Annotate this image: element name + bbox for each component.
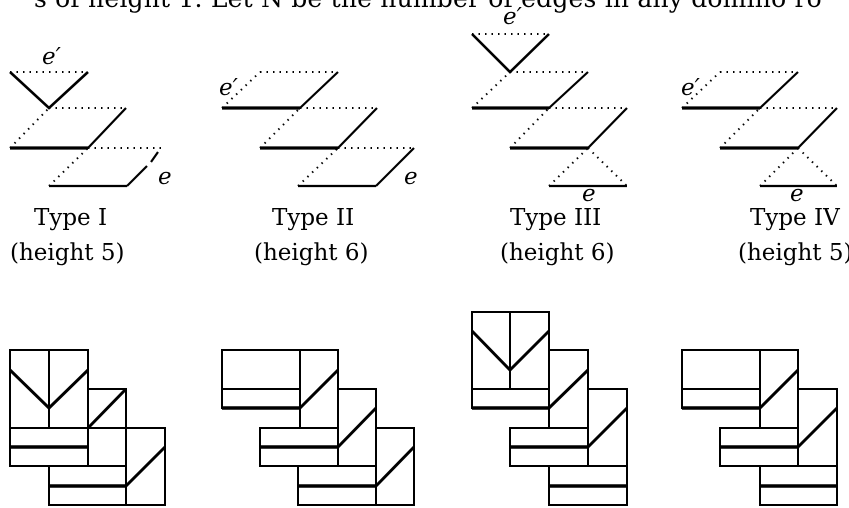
- diagonal-edge: [548, 71, 589, 109]
- type-4-tiling: [681, 349, 839, 506]
- diagonal-path: [124, 445, 167, 488]
- diagonal-edge: [126, 165, 148, 187]
- type-label-3: Type III: [510, 205, 602, 231]
- v-path: [470, 329, 551, 373]
- edge-label-e-prime: e′: [42, 44, 62, 70]
- type-3-schematic: e′ e: [471, 4, 628, 207]
- type-label-4: Type IV: [750, 205, 840, 231]
- diagonal-edge: [759, 71, 799, 109]
- dotted-edge: [259, 107, 301, 149]
- edge-label-e: e: [404, 164, 418, 190]
- edge-label-e-prime: e′: [219, 75, 239, 101]
- diagonal-path: [298, 368, 340, 410]
- dotted-edge: [509, 107, 550, 149]
- v-path: [8, 368, 90, 411]
- height-label-4: (height 5): [738, 240, 849, 266]
- edge-label-e: e: [790, 181, 804, 207]
- dotted-edge: [48, 147, 89, 187]
- diagonal-path: [86, 387, 128, 430]
- dotted-edge: [221, 71, 261, 109]
- height-label-3: (height 6): [500, 240, 615, 266]
- edge-label-e-prime: e′: [681, 75, 701, 101]
- diagonal-edge: [87, 107, 127, 149]
- edge-label-e: e: [582, 181, 596, 207]
- type-3-tiling: [470, 311, 629, 506]
- height-label-2: (height 6): [254, 240, 369, 266]
- dotted-edge: [759, 147, 799, 187]
- dotted-edge: [9, 107, 50, 149]
- diagonal-edge: [337, 107, 378, 149]
- dotted-edge: [681, 71, 721, 109]
- diagonal-edge: [587, 107, 628, 149]
- dotted-edge: [548, 147, 589, 187]
- diagonal-edge: [797, 107, 838, 149]
- diagonal-edge: [150, 151, 159, 163]
- v-edge: [471, 33, 550, 74]
- v-edge: [9, 71, 89, 110]
- dotted-edge: [587, 147, 628, 187]
- type-2-tiling: [221, 349, 416, 506]
- diagonal-path: [374, 445, 416, 488]
- height-label-1: (height 5): [10, 240, 125, 266]
- dotted-edge: [471, 71, 511, 109]
- type-1-schematic: e′ e: [9, 44, 172, 190]
- diagonal-edge: [299, 71, 339, 109]
- tile: [221, 349, 301, 409]
- type-1-tiling: [8, 349, 167, 506]
- diagonal-edge: [375, 147, 415, 187]
- edge-label-e-prime: e′: [503, 4, 523, 30]
- header-text-fragment: s of height 1. Let N be the number of ed…: [34, 0, 822, 13]
- edge-label-e: e: [158, 164, 172, 190]
- type-4-schematic: e′ e: [681, 71, 838, 207]
- diagonal-path: [796, 406, 839, 449]
- tile: [87, 427, 127, 467]
- diagonal-path: [336, 406, 378, 449]
- type-label-2: Type II: [272, 205, 355, 231]
- diagonal-path: [758, 368, 800, 410]
- type-2-schematic: e′ e: [219, 71, 418, 190]
- diagonal-path: [586, 406, 629, 449]
- type-label-1: Type I: [34, 205, 108, 231]
- diagonal-path: [547, 368, 590, 410]
- dotted-edge: [297, 147, 339, 187]
- tile: [681, 349, 761, 409]
- dotted-edge: [797, 147, 838, 187]
- dotted-edge: [719, 107, 761, 149]
